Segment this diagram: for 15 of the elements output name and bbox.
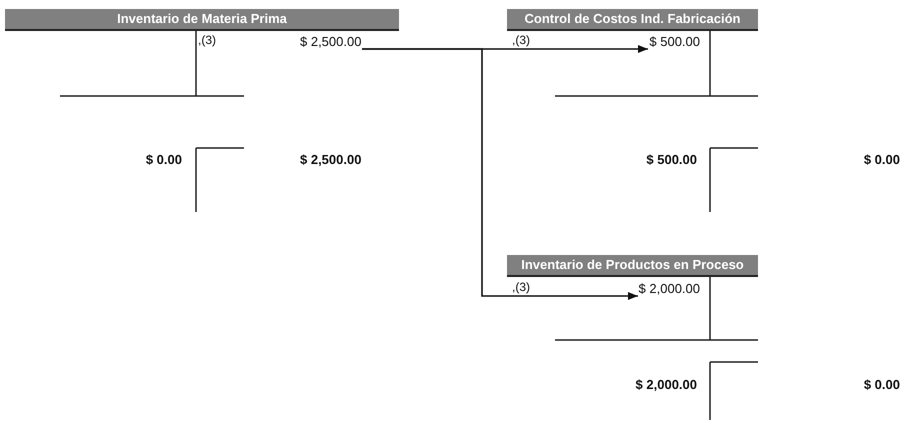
balance-amount: $ 2,500.00 <box>300 152 362 168</box>
balance-amount: $ 500.00 <box>645 152 697 168</box>
account-title-band: Control de Costos Ind. Fabricación <box>507 9 758 31</box>
entry-reference: ,(3) <box>512 34 530 46</box>
entry-reference: ,(3) <box>512 281 530 293</box>
balance-amount: $ 2,000.00 <box>634 377 697 393</box>
account-title-band: Inventario de Productos en Proceso <box>507 255 758 277</box>
balance-amount: $ 0.00 <box>862 152 900 168</box>
amount-entry: $ 2,500.00 <box>300 34 362 50</box>
arrow <box>362 48 638 300</box>
balance-amount: $ 0.00 <box>862 377 900 393</box>
balance-amount: $ 0.00 <box>144 152 182 168</box>
amount-entry: $ 2,000.00 <box>638 281 700 297</box>
account-title-band: Inventario de Materia Prima <box>5 9 399 31</box>
amount-entry: $ 500.00 <box>649 34 700 50</box>
